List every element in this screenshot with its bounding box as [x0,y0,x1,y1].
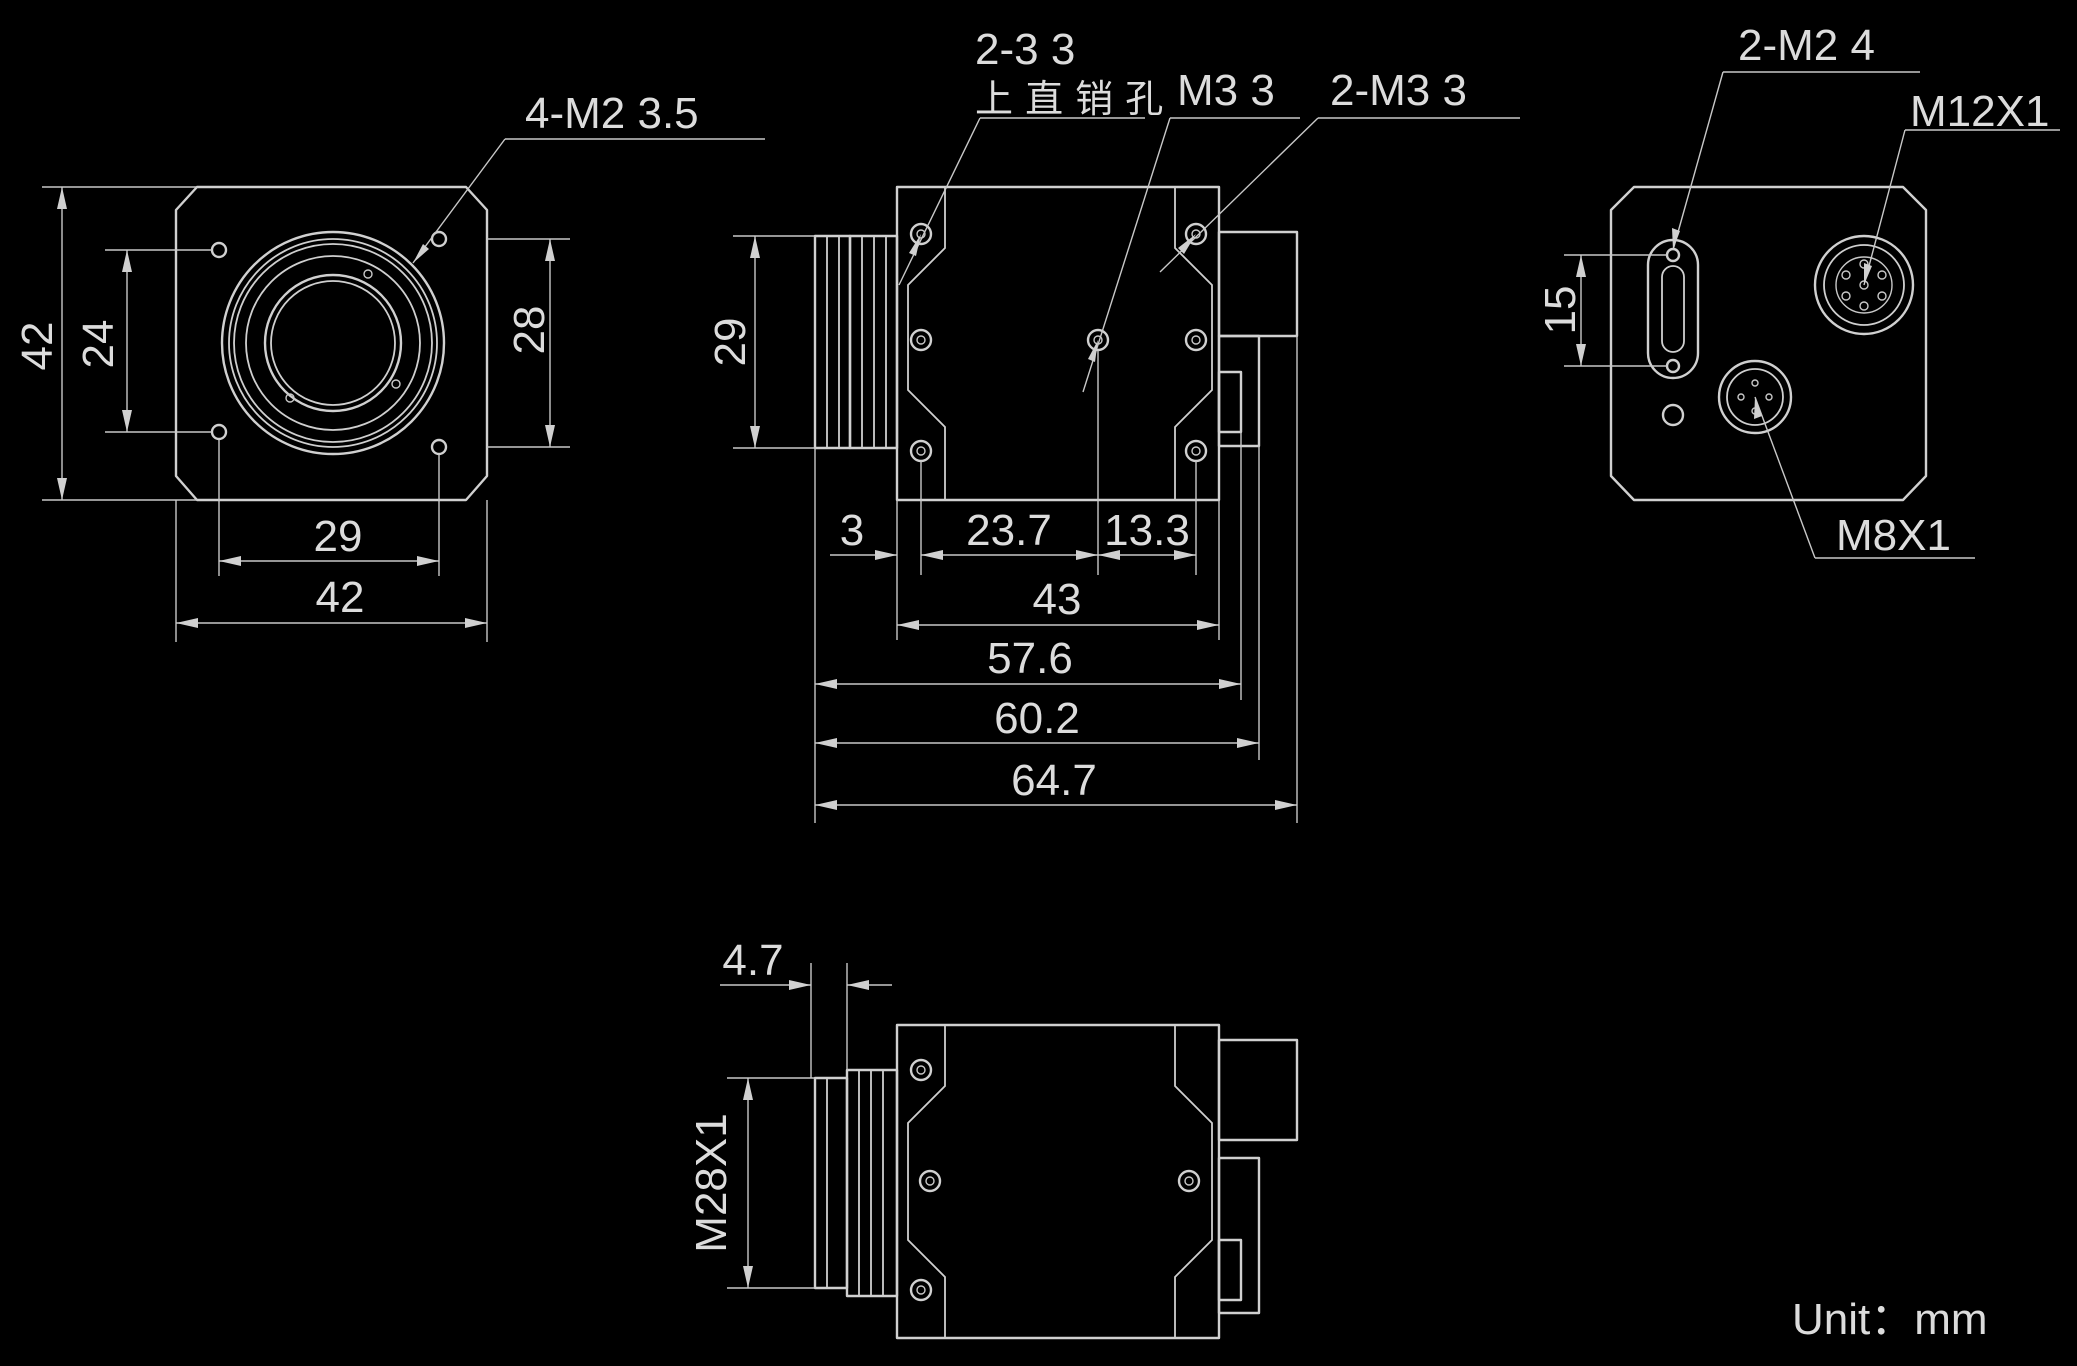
dim-side-mount-height: 29 [706,318,755,367]
m12-connector [1813,234,1915,336]
side-callout-right: 2-M3 3 [1330,66,1467,115]
dim-bottom-thread: M28X1 [687,1113,736,1252]
rear-connector-small: M8X1 [1836,511,1951,560]
side-screw-holes [909,222,1208,463]
bottom-rear-stack [1217,1038,1299,1142]
side-callout-mid: M3 3 [1177,66,1275,115]
unit-label: Unit：mm [1792,1295,1988,1344]
dim-front-outer-width: 42 [316,573,365,622]
rear-callout-top: 2-M2 4 [1738,21,1875,70]
front-view: 4-M2 3.5 42 24 28 29 42 [13,89,765,642]
lens-mount [220,230,446,456]
dim-bottom-flange-depth: 4.7 [722,936,783,985]
dim-front-hole-pitch-h: 29 [314,512,363,561]
bottom-screw-holes [909,1058,1201,1302]
rear-view: 2-M2 4 M12X1 M8X1 15 [1536,21,2060,560]
dim-side-flange: 3 [840,506,864,555]
dim-front-hole-pitch-v: 24 [74,320,123,369]
side-rear-stack [1217,230,1299,338]
dim-side-to-mid-hole: 23.7 [966,506,1052,555]
rear-body-outline [1609,185,1928,502]
dim-side-body: 43 [1033,575,1082,624]
front-body-outline [174,185,489,502]
dim-rear-hole-pitch: 15 [1536,286,1585,335]
bottom-lens-flange [813,1076,849,1290]
bottom-view: 4.7 M28X1 [687,936,1299,1340]
dim-side-length-a: 57.6 [987,634,1073,683]
side-view: 2-3 3 上 直 销 孔 M3 3 2-M3 3 29 [706,25,1520,823]
side-callout-left-2: 上 直 销 孔 [975,77,1163,121]
side-lens-flange [813,234,852,450]
rear-connector-large: M12X1 [1910,87,2049,136]
dim-side-length-b: 60.2 [994,694,1080,743]
dim-front-right-height: 28 [505,306,554,355]
dim-side-length-total: 64.7 [1011,756,1097,805]
dim-side-mid-to-right: 13.3 [1104,506,1190,555]
rear-indicator-hole [1661,403,1685,427]
side-callout-left-1: 2-3 3 [975,25,1075,74]
front-hole-callout: 4-M2 3.5 [525,89,699,138]
m8-connector [1717,359,1793,435]
dim-front-outer-height: 42 [13,322,62,371]
